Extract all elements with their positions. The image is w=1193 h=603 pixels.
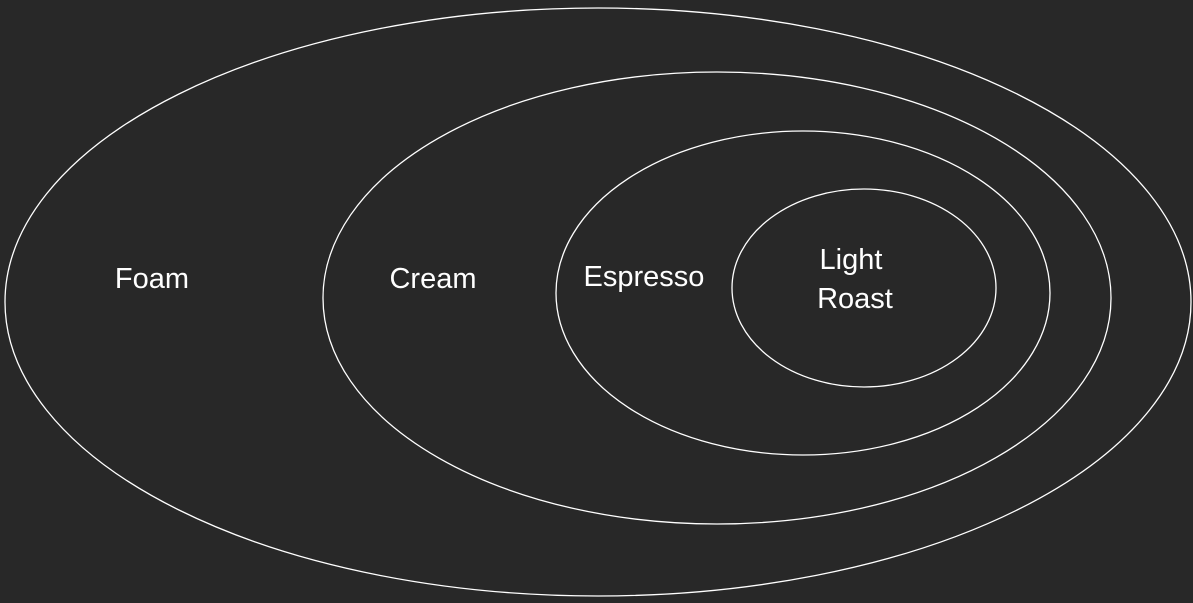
light-roast-label-line-1: Light [820, 244, 883, 276]
light-roast-label-line-2: Roast [817, 283, 893, 315]
layer-cream: Cream [322, 71, 1112, 525]
light-roast-label: Light Roast [817, 244, 893, 315]
cream-label: Cream [389, 263, 476, 295]
foam-label: Foam [115, 263, 189, 295]
light-roast-ellipse [731, 188, 997, 388]
foam-ellipse [4, 7, 1192, 597]
espresso-label: Espresso [584, 261, 705, 293]
layer-light-roast: Light Roast [731, 188, 997, 388]
layer-espresso: Espresso [555, 130, 1051, 456]
espresso-ellipse [555, 130, 1051, 456]
layer-foam: Foam [4, 7, 1192, 597]
cream-ellipse [322, 71, 1112, 525]
